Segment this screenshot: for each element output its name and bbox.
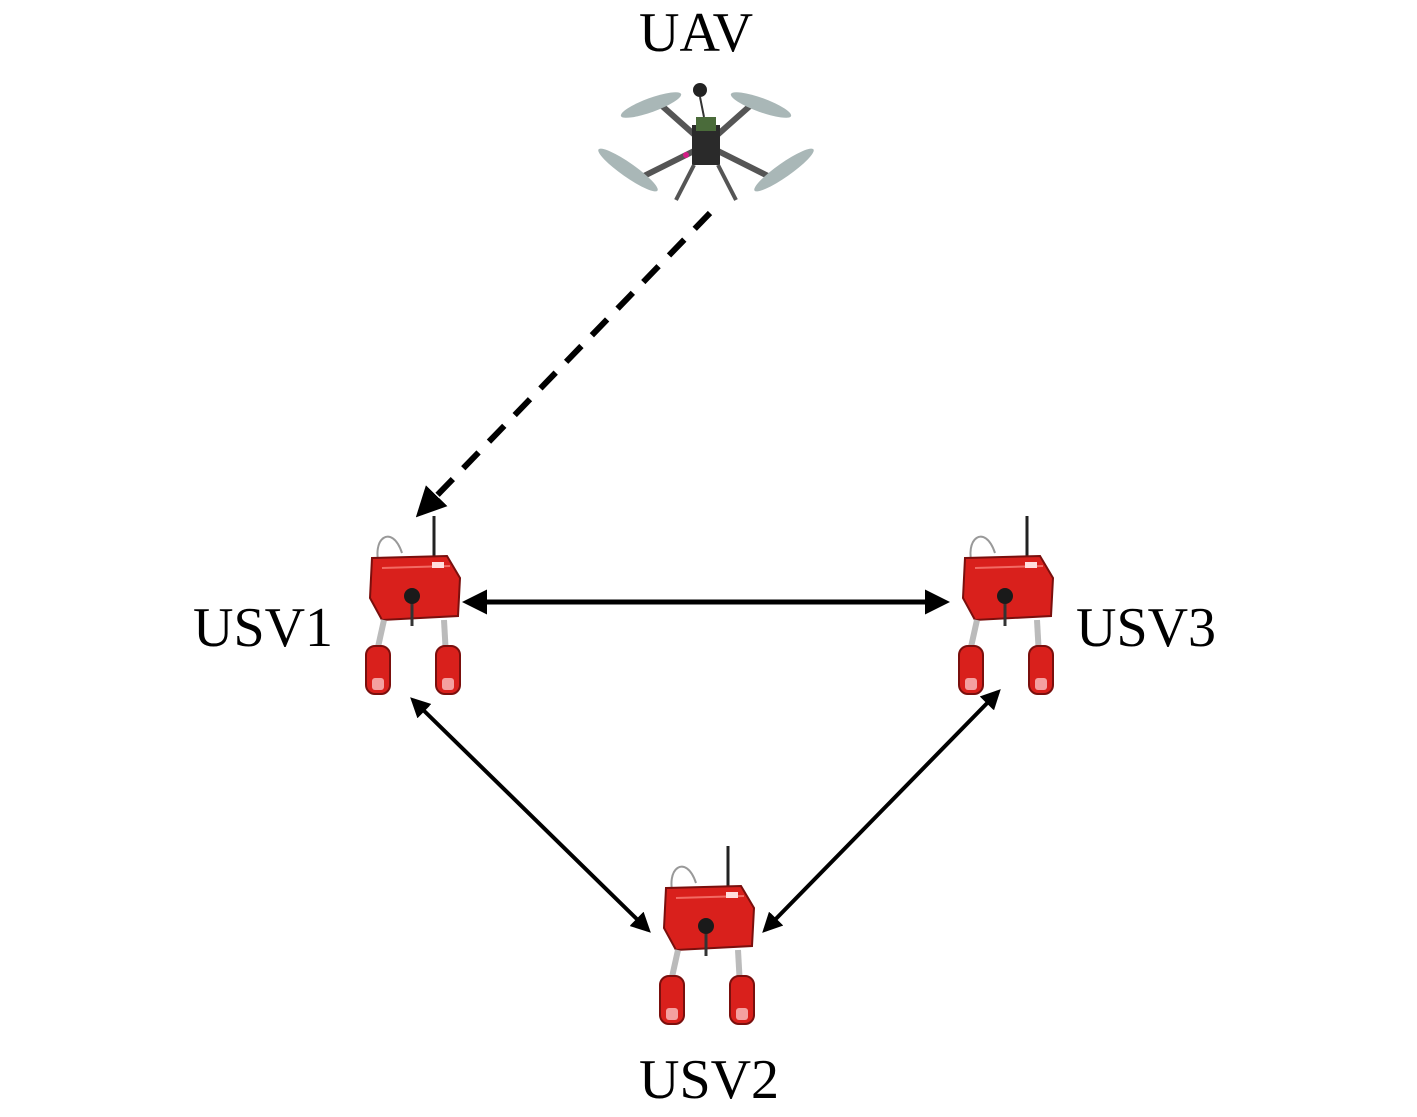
usv1-label: USV1 (193, 597, 334, 659)
edge-uav-usv1 (415, 210, 713, 518)
usv3-label: USV3 (1076, 597, 1217, 659)
usv1-vessel-icon (366, 516, 460, 694)
uav-label: UAV (639, 2, 754, 64)
usv2-vessel-icon (660, 846, 754, 1024)
usv3-vessel-icon (959, 516, 1053, 694)
uav-drone-icon (598, 83, 814, 201)
edge-usv1-usv2 (410, 697, 651, 933)
edge-usv3-usv2 (762, 689, 1001, 933)
usv2-label: USV2 (639, 1049, 780, 1111)
